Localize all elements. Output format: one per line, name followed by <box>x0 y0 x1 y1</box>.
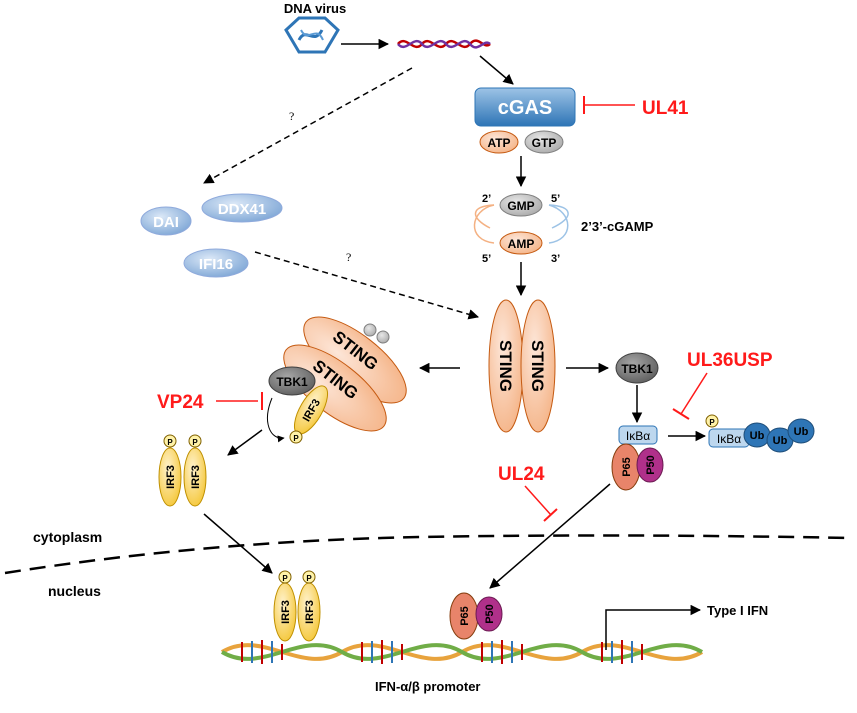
cgamp-label: 2’3’-cGAMP <box>581 219 654 234</box>
question-mark-2: ? <box>346 250 351 264</box>
atp-molecule: ATP <box>479 130 519 154</box>
amp-label: AMP <box>508 237 535 251</box>
p-label-a: P <box>167 438 173 447</box>
ub-label-2: Ub <box>773 435 788 447</box>
sting-label-2: STING <box>528 340 547 392</box>
arrow-nfkb-to-nucleus <box>489 483 611 589</box>
prime-5-bottom: 5’ <box>482 253 491 265</box>
sting-label-1: STING <box>496 340 515 392</box>
viral-dna-helix-icon <box>397 39 491 49</box>
dai-label: DAI <box>153 214 179 231</box>
ikba-label-ub: IκBα <box>717 432 741 446</box>
genomic-dna-helix-icon <box>220 640 704 664</box>
p-label-ikba: P <box>709 418 715 427</box>
ul24-inhibition-line <box>524 485 552 516</box>
type-i-ifn-label: Type I IFN <box>707 603 768 618</box>
prime-2-top: 2’ <box>482 193 491 205</box>
dai-sensor: DAI <box>140 206 192 236</box>
p-label-d: P <box>306 574 312 583</box>
irf3-label-c: IRF3 <box>280 600 292 624</box>
irf3-dimer-nucleus: IRF3 IRF3 P P <box>273 570 321 642</box>
tbk1-label: TBK1 <box>621 362 653 376</box>
dna-virus-label: DNA virus <box>284 1 346 16</box>
sting-tbk1-irf3-complex: STING STING TBK1 IRF3 P <box>267 316 407 444</box>
cytoplasm-label: cytoplasm <box>33 529 102 545</box>
nucleus-label: nucleus <box>48 583 101 599</box>
gtp-label: GTP <box>532 136 557 150</box>
ifi16-label: IFI16 <box>199 256 233 273</box>
arrow-to-irf3-dimer <box>227 429 263 456</box>
vp24-label: VP24 <box>157 392 204 413</box>
ifi16-sensor: IFI16 <box>183 248 249 278</box>
sting-dimer: STING STING <box>488 299 556 433</box>
virus-hexagon-icon <box>284 16 340 54</box>
ul24-label: UL24 <box>498 464 545 485</box>
ubiquitinated-ikba: P IκBα Ub Ub Ub <box>705 414 815 453</box>
ddx41-label: DDX41 <box>218 201 266 218</box>
p-label-complex: P <box>293 434 299 443</box>
p50-label: P50 <box>645 455 657 475</box>
prime-3-bottom: 3’ <box>551 253 560 265</box>
arrow-dna-to-cgas <box>479 55 514 85</box>
ddx41-sensor: DDX41 <box>201 193 283 223</box>
ub-label-3: Ub <box>794 426 809 438</box>
p65-label-nucleus: P65 <box>459 606 471 626</box>
gmp-label: GMP <box>507 199 534 213</box>
ikba-label: IκBα <box>626 429 650 443</box>
question-mark-1: ? <box>289 109 294 123</box>
nuclear-membrane <box>4 534 853 575</box>
ul24-inhibition-bar <box>543 508 558 522</box>
p65-label: P65 <box>621 457 633 477</box>
irf3-label-d: IRF3 <box>304 600 316 624</box>
nfkb-nucleus: P65 P50 <box>449 592 503 640</box>
irf3-label-a: IRF3 <box>165 465 177 489</box>
ul36usp-inhibition-bar <box>672 408 690 420</box>
p50-label-nucleus: P50 <box>484 604 496 624</box>
p-label-b: P <box>192 438 198 447</box>
irf3-label-b: IRF3 <box>190 465 202 489</box>
promoter-label: IFN-α/β promoter <box>375 679 480 694</box>
ul36usp-label: UL36USP <box>687 350 773 371</box>
arrow-irf3-to-nucleus <box>203 513 273 574</box>
transcription-arrow <box>605 604 702 650</box>
dashed-arrow-dna-to-sensors <box>203 67 413 184</box>
irf3-dimer-cytoplasm: IRF3 IRF3 P P <box>158 434 207 507</box>
atp-label: ATP <box>487 136 510 150</box>
cgas-enzyme: cGAS <box>474 87 576 127</box>
gtp-molecule: GTP <box>524 130 564 154</box>
cgas-label: cGAS <box>498 97 552 119</box>
p-label-c: P <box>282 574 288 583</box>
dashed-arrow-sensors-to-sting <box>254 251 480 320</box>
ub-label-1: Ub <box>750 430 765 442</box>
ikba-nfkb-complex: IκBα P65 P50 <box>611 425 664 491</box>
ul41-label: UL41 <box>642 98 689 119</box>
ul36usp-inhibition-line <box>680 372 708 415</box>
prime-5-top: 5’ <box>551 193 560 205</box>
tbk1-label-complex: TBK1 <box>276 375 308 389</box>
tbk1-kinase: TBK1 <box>615 352 659 384</box>
cgamp-molecule: GMP AMP <box>473 193 569 255</box>
